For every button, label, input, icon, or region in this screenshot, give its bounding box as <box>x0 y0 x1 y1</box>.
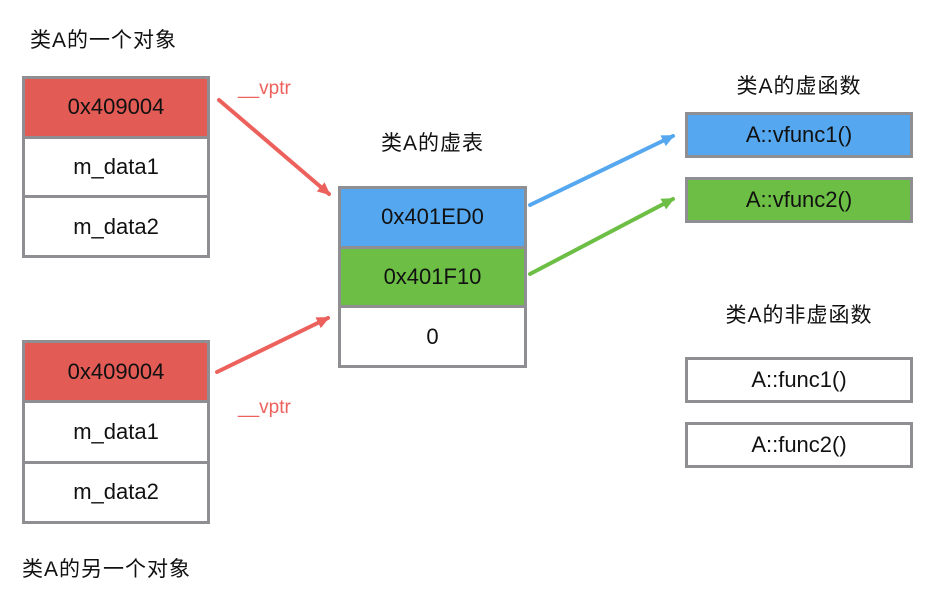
vptr-arrow-object2 <box>215 316 330 374</box>
object1-label: 类A的一个对象 <box>30 29 178 52</box>
object2-mdata2-cell: m_data2 <box>25 460 207 521</box>
func1-box: A::func1() <box>685 357 913 403</box>
func2-box: A::func2() <box>685 422 913 468</box>
vptr-arrow-object1 <box>217 98 331 196</box>
vtable-to-vfunc1-arrow <box>528 134 675 207</box>
object2-label: 类A的另一个对象 <box>22 558 192 581</box>
object2-table: 0x409004 m_data1 m_data2 <box>22 340 210 524</box>
vtable-to-vfunc2-arrow <box>528 197 675 276</box>
vtable-slot3-cell: 0 <box>341 305 524 366</box>
vtable-slot2-cell: 0x401F10 <box>341 245 524 306</box>
vfunc1-box: A::vfunc1() <box>685 112 913 158</box>
vfunc2-box: A::vfunc2() <box>685 177 913 223</box>
vtable-label: 类A的虚表 <box>380 132 484 155</box>
vtable-table: 0x401ED0 0x401F10 0 <box>338 186 527 368</box>
object2-vptr-cell: 0x409004 <box>25 343 207 401</box>
object2-mdata1-cell: m_data1 <box>25 400 207 461</box>
object1-mdata1-cell: m_data1 <box>25 135 207 196</box>
object1-table: 0x409004 m_data1 m_data2 <box>22 76 210 258</box>
object1-vptr-cell: 0x409004 <box>25 79 207 136</box>
vtable-slot1-cell: 0x401ED0 <box>341 189 524 246</box>
object1-vptr-pointer-label: __vptr <box>238 78 291 99</box>
object1-mdata2-cell: m_data2 <box>25 195 207 256</box>
object2-vptr-pointer-label: __vptr <box>238 397 291 418</box>
nonvirtual-functions-label: 类A的非虚函数 <box>725 304 873 327</box>
virtual-functions-label: 类A的虚函数 <box>736 75 862 98</box>
